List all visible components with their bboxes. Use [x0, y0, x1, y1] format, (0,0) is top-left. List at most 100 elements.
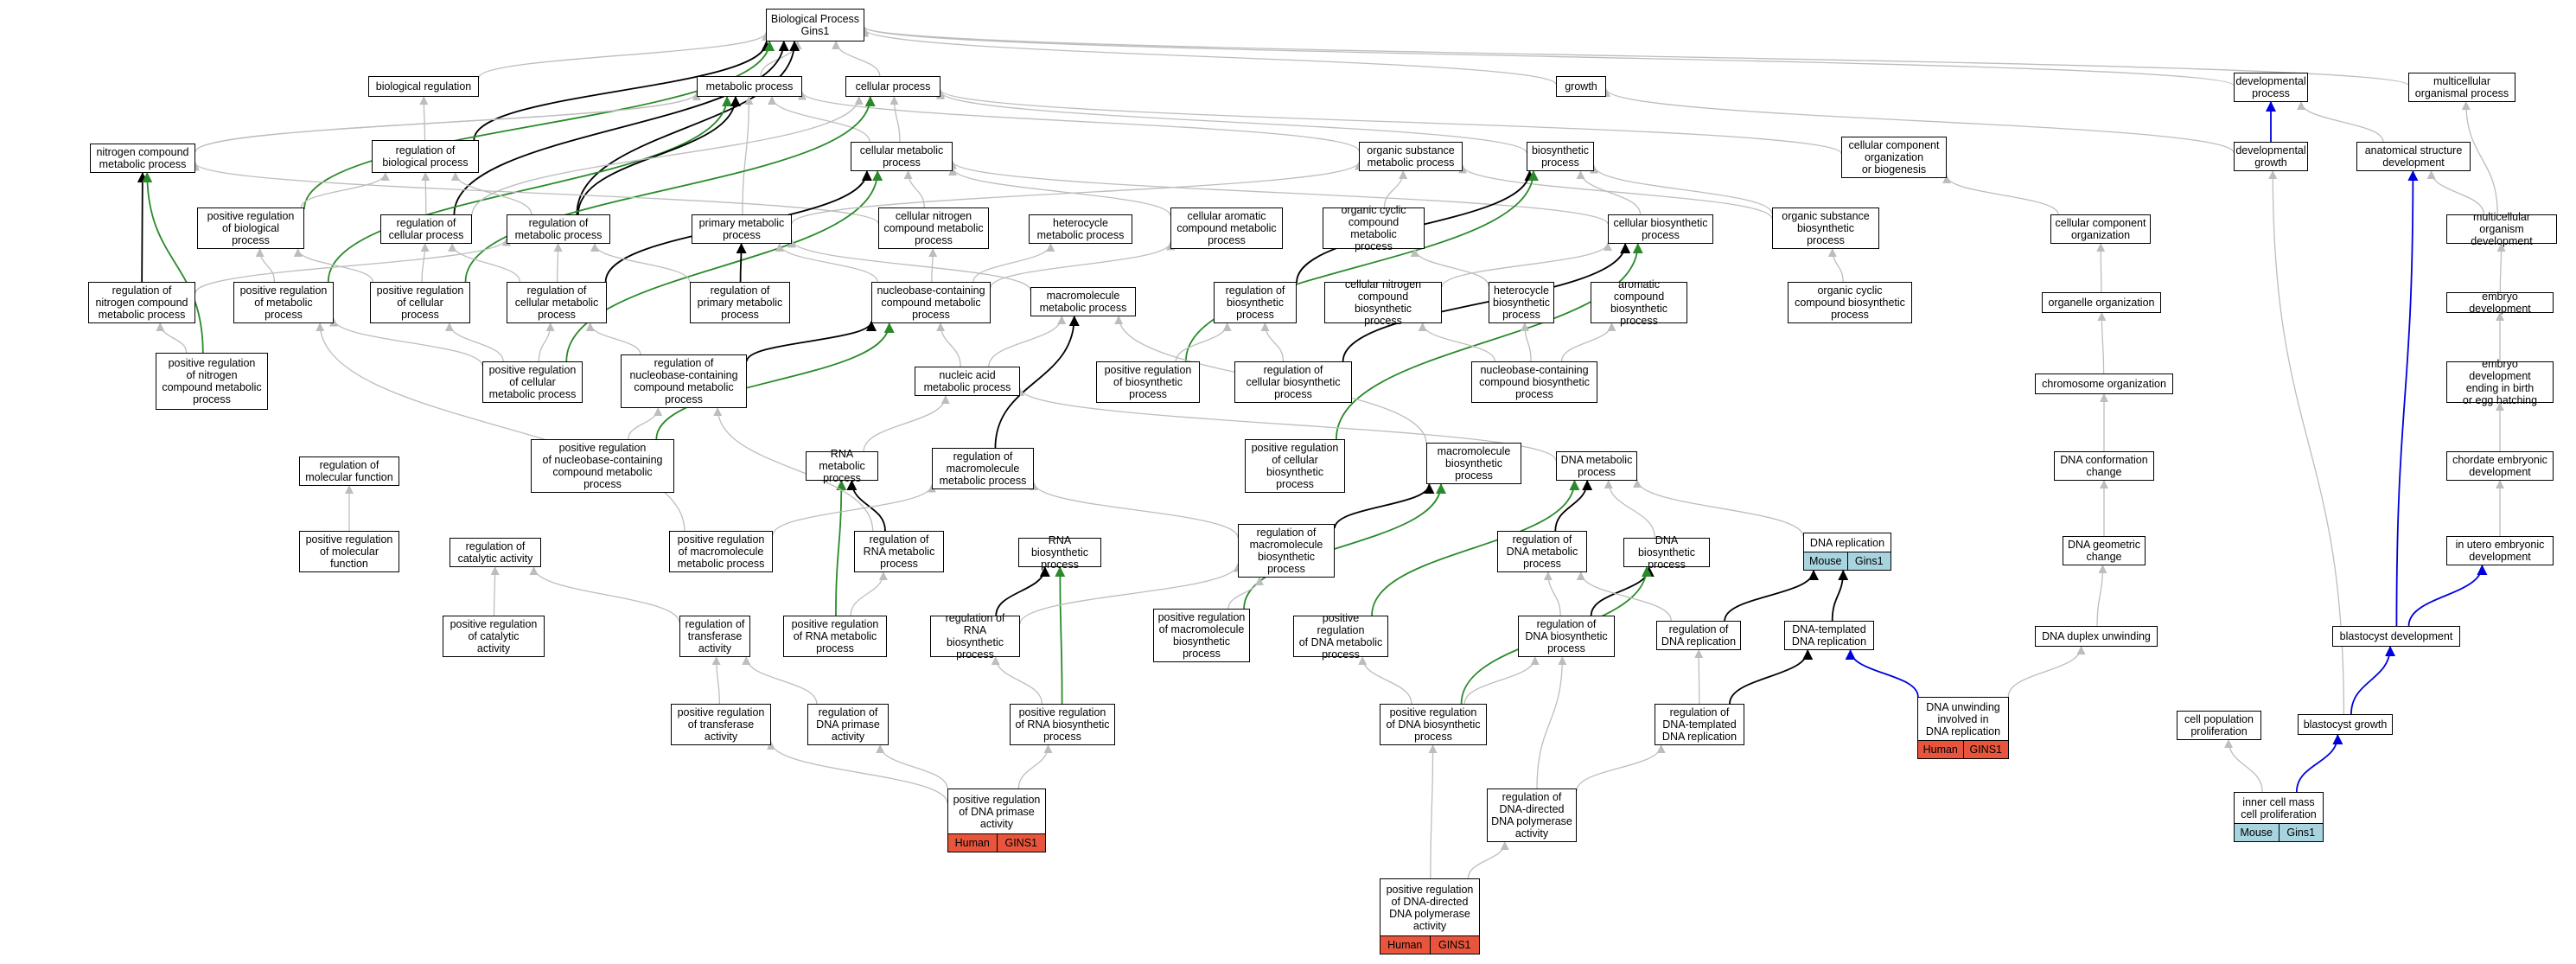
go-term-node[interactable]: positive regulation of cellular metaboli…	[482, 361, 583, 403]
go-term-node[interactable]: regulation of macromolecule metabolic pr…	[932, 448, 1034, 489]
human-annotation-tag: Human	[948, 834, 997, 852]
go-term-node[interactable]: macromolecule metabolic process	[1030, 287, 1136, 316]
go-term-node[interactable]: regulation of catalytic activity	[450, 538, 541, 567]
go-term-node[interactable]: DNA duplex unwinding	[2035, 626, 2158, 647]
go-term-node[interactable]: blastocyst growth	[2298, 714, 2393, 735]
go-term-node[interactable]: regulation of cellular process	[380, 214, 472, 244]
go-term-node[interactable]: cellular biosynthetic process	[1608, 214, 1713, 244]
go-term-node[interactable]: regulation of biosynthetic process	[1214, 282, 1297, 323]
go-term-node[interactable]: regulation of DNA-templated DNA replicat…	[1655, 704, 1744, 745]
go-term-node[interactable]: heterocycle biosynthetic process	[1489, 282, 1554, 323]
go-term-node[interactable]: positive regulation of nitrogen compound…	[156, 353, 268, 410]
gray-edge	[194, 237, 511, 294]
go-term-node[interactable]: organic substance metabolic process	[1359, 142, 1463, 171]
go-term-node[interactable]: positive regulation of nucleobase-contai…	[531, 439, 674, 493]
go-term-node[interactable]: nucleic acid metabolic process	[915, 367, 1020, 396]
go-term-node[interactable]: positive regulation of cellular process	[370, 282, 470, 323]
gray-edge	[1441, 242, 1612, 288]
go-term-node[interactable]: positive regulation of RNA metabolic pro…	[783, 616, 887, 657]
go-term-node[interactable]: nucleobase-containing compound metabolic…	[871, 282, 991, 323]
go-term-node[interactable]: regulation of macromolecule biosynthetic…	[1238, 524, 1335, 578]
go-term-node[interactable]: organic cyclic compound biosynthetic pro…	[1788, 282, 1912, 323]
go-term-node[interactable]: developmental growth	[2234, 142, 2308, 171]
go-term-node[interactable]: cellular component organization or bioge…	[1841, 137, 1947, 178]
go-term-node[interactable]: positive regulation of DNA metabolic pro…	[1293, 612, 1388, 661]
go-term-node[interactable]: DNA geometric change	[2063, 536, 2146, 565]
go-term-node[interactable]: regulation of cellular metabolic process	[507, 282, 607, 323]
go-term-node[interactable]: positive regulation of macromolecule bio…	[1153, 609, 1250, 662]
go-term-node[interactable]: positive regulation of DNA biosynthetic …	[1380, 704, 1487, 745]
go-term-node[interactable]: nucleobase-containing compound biosynthe…	[1471, 361, 1597, 403]
go-term-node[interactable]: metabolic process	[697, 76, 802, 97]
go-term-node[interactable]: organelle organization	[2042, 292, 2161, 313]
go-term-node[interactable]: positive regulation of RNA biosynthetic …	[1010, 704, 1115, 745]
go-term-node[interactable]: organic substance biosynthetic process	[1772, 207, 1879, 249]
go-term-node[interactable]: RNA metabolic process	[806, 448, 878, 484]
go-term-node[interactable]: embryo development	[2446, 290, 2554, 315]
go-term-node[interactable]: cellular aromatic compound metabolic pro…	[1170, 207, 1283, 249]
go-term-node[interactable]: growth	[1556, 76, 1606, 97]
go-term-node[interactable]: cellular process	[845, 76, 940, 97]
go-term-node[interactable]: chordate embryonic development	[2446, 451, 2554, 481]
go-term-node[interactable]: blastocyst development	[2332, 626, 2460, 647]
go-term-node[interactable]: cellular nitrogen compound metabolic pro…	[878, 207, 989, 249]
go-term-node[interactable]: positive regulation of catalytic activit…	[443, 616, 545, 657]
go-term-node[interactable]: multicellular organismal process	[2408, 73, 2515, 102]
go-term-node[interactable]: regulation of DNA metabolic process	[1497, 531, 1587, 572]
go-term-node[interactable]: heterocycle metabolic process	[1029, 214, 1132, 244]
go-term-node[interactable]: nitrogen compound metabolic process	[90, 144, 195, 173]
go-term-node[interactable]: regulation of DNA replication	[1656, 621, 1741, 650]
go-term-node[interactable]: regulation of primary metabolic process	[690, 282, 790, 323]
go-term-node[interactable]: DNA-templated DNA replication	[1784, 621, 1874, 650]
gray-edge	[936, 88, 1842, 155]
go-term-node[interactable]: positive regulation of molecular functio…	[299, 531, 399, 572]
go-term-node[interactable]: positive regulation of macromolecule met…	[669, 531, 773, 572]
go-term-node[interactable]: Biological Process Gins1	[766, 9, 864, 41]
go-term-node[interactable]: RNA biosynthetic process	[1018, 534, 1101, 571]
go-term-node[interactable]: regulation of nucleobase-containing comp…	[621, 354, 747, 408]
go-term-node[interactable]: DNA conformation change	[2054, 451, 2154, 481]
go-term-node[interactable]: positive regulation of DNA-directed DNA …	[1380, 878, 1480, 954]
go-term-node[interactable]: developmental process	[2234, 73, 2308, 102]
go-term-node[interactable]: cellular metabolic process	[851, 142, 953, 171]
go-term-node[interactable]: in utero embryonic development	[2446, 536, 2554, 565]
go-term-node[interactable]: regulation of DNA biosynthetic process	[1518, 616, 1615, 657]
go-term-node[interactable]: positive regulation of DNA primase activ…	[947, 788, 1046, 852]
go-term-node[interactable]: positive regulation of biosynthetic proc…	[1096, 361, 1200, 403]
go-term-node[interactable]: multicellular organism development	[2446, 211, 2557, 247]
go-term-node[interactable]: aromatic compound biosynthetic process	[1591, 278, 1687, 327]
go-term-node[interactable]: DNA unwinding involved in DNA replicatio…	[1917, 697, 2009, 759]
go-term-node[interactable]: primary metabolic process	[692, 214, 792, 244]
go-term-node[interactable]: positive regulation of metabolic process	[233, 282, 334, 323]
go-term-node[interactable]: biosynthetic process	[1527, 142, 1594, 171]
go-term-node[interactable]: cell population proliferation	[2177, 711, 2261, 740]
go-term-node[interactable]: cellular nitrogen compound biosynthetic …	[1324, 278, 1442, 327]
go-term-node[interactable]: chromosome organization	[2035, 373, 2173, 394]
go-term-node[interactable]: organic cyclic compound metabolic proces…	[1323, 204, 1425, 252]
go-term-node[interactable]: regulation of RNA metabolic process	[854, 531, 944, 572]
go-term-node[interactable]: regulation of biological process	[372, 140, 479, 173]
go-term-node[interactable]: anatomical structure development	[2356, 142, 2471, 171]
go-term-node[interactable]: regulation of metabolic process	[507, 214, 610, 244]
go-term-node[interactable]: macromolecule biosynthetic process	[1426, 443, 1521, 484]
green-edge	[565, 170, 883, 362]
go-term-node[interactable]: regulation of molecular function	[299, 456, 399, 486]
go-term-node[interactable]: positive regulation of biological proces…	[197, 207, 304, 249]
go-term-node[interactable]: positive regulation of transferase activ…	[671, 704, 771, 745]
go-term-node[interactable]: DNA biosynthetic process	[1623, 534, 1710, 571]
go-term-node[interactable]: regulation of cellular biosynthetic proc…	[1234, 361, 1352, 403]
go-term-node[interactable]: regulation of DNA primase activity	[807, 704, 889, 745]
go-term-node[interactable]: biological regulation	[368, 76, 479, 97]
go-term-node[interactable]: DNA metabolic process	[1556, 451, 1637, 481]
go-term-node[interactable]: embryo development ending in birth or eg…	[2446, 358, 2554, 406]
go-term-node[interactable]: regulation of nitrogen compound metaboli…	[88, 282, 195, 323]
go-term-node[interactable]: regulation of DNA-directed DNA polymeras…	[1487, 788, 1577, 842]
go-term-node[interactable]: positive regulation of cellular biosynth…	[1245, 439, 1345, 493]
go-term-node[interactable]: regulation of RNA biosynthetic process	[930, 612, 1020, 661]
go-term-node[interactable]: regulation of transferase activity	[679, 616, 750, 657]
gray-edge	[1227, 577, 1264, 610]
go-term-node[interactable]: cellular component organization	[2050, 214, 2151, 244]
